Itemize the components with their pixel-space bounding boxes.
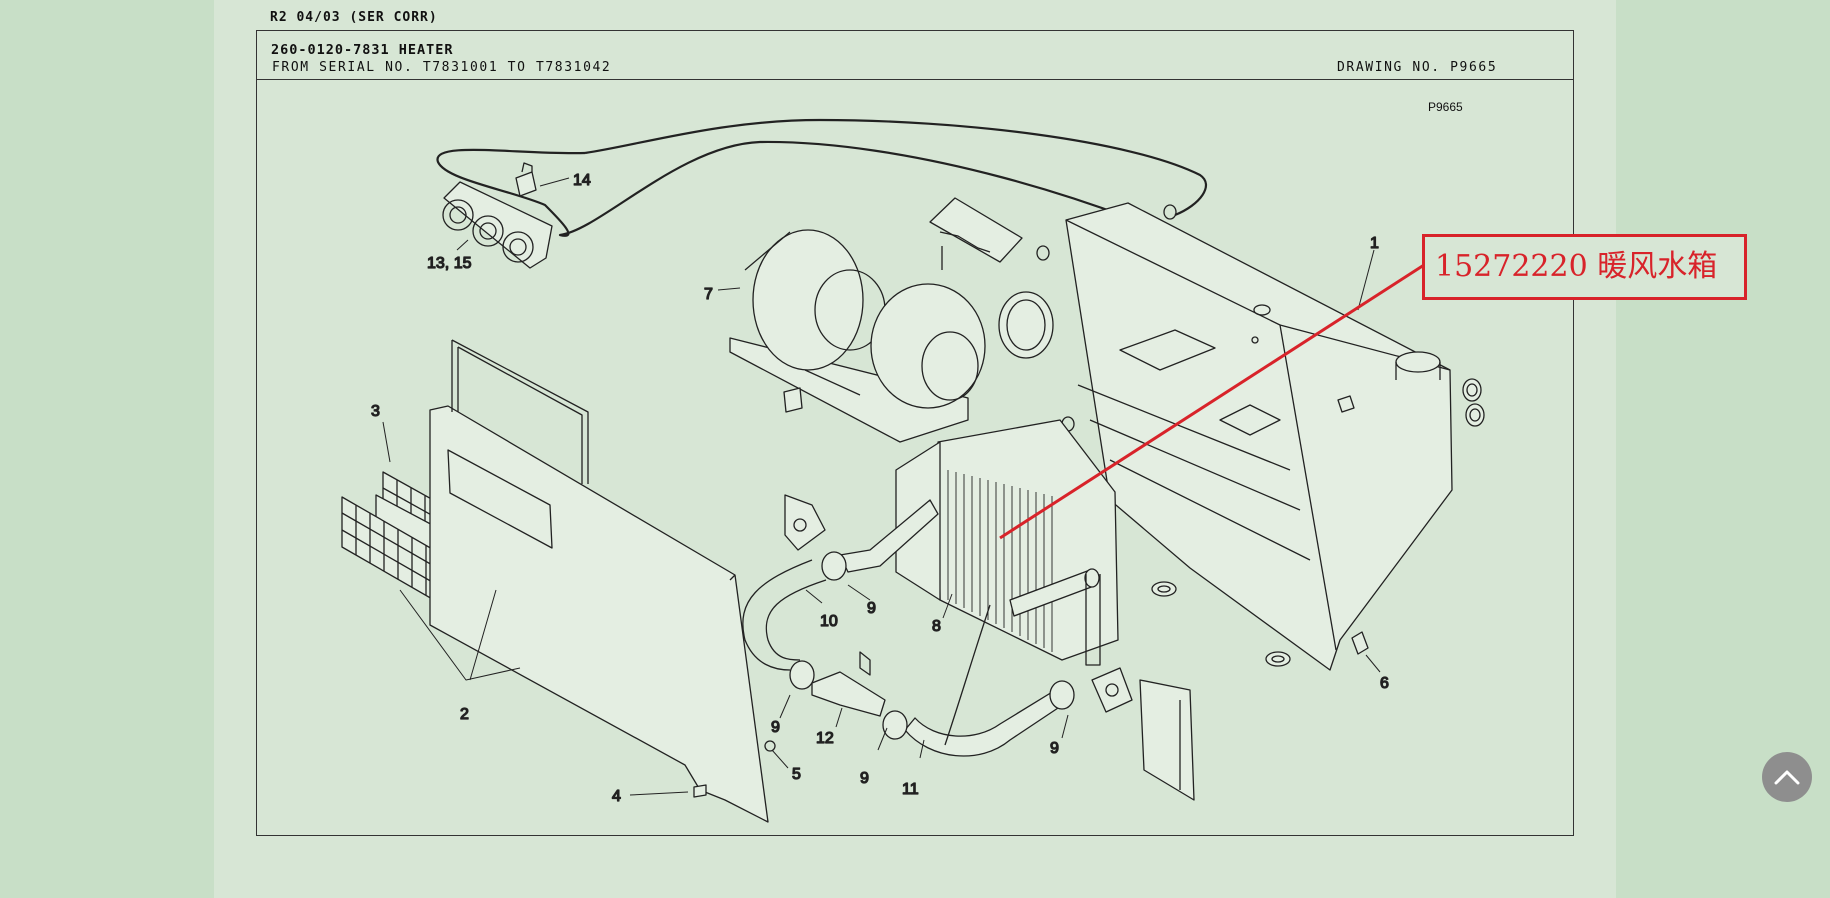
corner-reference: P9665 bbox=[1428, 100, 1463, 114]
part-number-callout: 15272220 暖风水箱 bbox=[1422, 234, 1747, 300]
clip-part bbox=[1351, 631, 1369, 655]
drawing-number: DRAWING NO. P9665 bbox=[1337, 60, 1498, 75]
grommet-floor bbox=[1151, 581, 1291, 667]
label-9d: 9 bbox=[1050, 740, 1059, 757]
hose-clamps bbox=[789, 551, 1075, 740]
grommet-small bbox=[1036, 245, 1050, 261]
control-panel bbox=[442, 181, 553, 269]
gasket-frame bbox=[451, 339, 589, 484]
washer-5 bbox=[764, 740, 776, 752]
label-11: 11 bbox=[902, 781, 919, 798]
mounting-bracket-top bbox=[929, 197, 1023, 270]
hose-10 bbox=[742, 499, 939, 671]
grommet-pair bbox=[1462, 378, 1485, 427]
label-13-15: 13, 15 bbox=[427, 255, 472, 272]
header-divider bbox=[256, 79, 1574, 80]
clip-small bbox=[783, 387, 803, 413]
cover-panel bbox=[429, 405, 769, 823]
label-10: 10 bbox=[820, 613, 838, 630]
switch-part bbox=[515, 162, 537, 197]
heater-housing bbox=[1065, 202, 1453, 671]
grommet-small bbox=[1163, 204, 1177, 220]
label-5: 5 bbox=[792, 766, 801, 783]
heater-core-fins bbox=[947, 470, 1053, 652]
label-6: 6 bbox=[1380, 675, 1389, 692]
annotation-pointer bbox=[999, 263, 1425, 540]
grommet-ring bbox=[998, 291, 1054, 359]
serial-range: FROM SERIAL NO. T7831001 TO T7831042 bbox=[272, 60, 612, 75]
label-7: 7 bbox=[704, 286, 713, 303]
label-9b: 9 bbox=[771, 719, 780, 736]
label-14: 14 bbox=[573, 172, 591, 189]
drawing-title: 260-0120-7831 HEATER bbox=[271, 42, 454, 58]
bracket-block-hole bbox=[793, 518, 807, 532]
drawing-frame bbox=[256, 30, 1574, 836]
heater-pipe-inlet bbox=[1009, 568, 1101, 666]
blower-assembly bbox=[729, 229, 986, 443]
label-9c: 9 bbox=[860, 770, 869, 787]
label-9a: 9 bbox=[867, 600, 876, 617]
valve-12 bbox=[811, 651, 886, 717]
label-3: 3 bbox=[371, 403, 380, 420]
screw-4 bbox=[693, 784, 707, 798]
side-bracket bbox=[1091, 667, 1195, 801]
heater-core bbox=[895, 419, 1119, 661]
leader-lines bbox=[382, 177, 1381, 796]
wiring-harness bbox=[584, 118, 1207, 217]
chevron-up-icon bbox=[1774, 770, 1800, 785]
label-12: 12 bbox=[816, 730, 834, 747]
revision-note: R2 04/03 (SER CORR) bbox=[270, 10, 438, 25]
plug-part bbox=[1337, 395, 1355, 413]
label-2: 2 bbox=[460, 706, 469, 723]
label-4: 4 bbox=[612, 788, 621, 805]
scroll-to-top-button[interactable] bbox=[1762, 752, 1812, 802]
label-1: 1 bbox=[1370, 235, 1379, 252]
label-8: 8 bbox=[932, 618, 941, 635]
